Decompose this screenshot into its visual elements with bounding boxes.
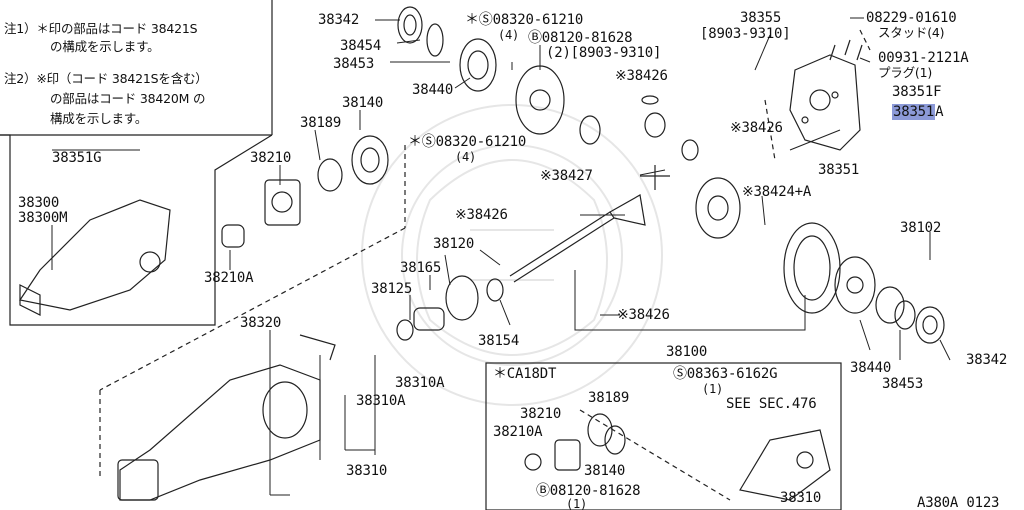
note-2-line-3: 構成を示します。 <box>50 111 148 126</box>
part-label-38351A-suffix: A <box>935 104 944 120</box>
diff-assembly-overview <box>19 199 171 316</box>
part-label-38210-top[interactable]: 38210 <box>250 150 292 166</box>
part-label-38351[interactable]: 38351 <box>818 162 860 178</box>
seal-38210A <box>221 224 245 248</box>
part-label-38102[interactable]: 38102 <box>900 220 942 236</box>
watermark-emblem <box>361 104 663 406</box>
bearings-bottom-right <box>875 286 945 344</box>
assembly-overview-frame <box>0 134 273 326</box>
notes-frame <box>0 0 273 136</box>
part-label-38342-bottom[interactable]: 38342 <box>966 352 1008 368</box>
part-label-38426-c[interactable]: ※38426 <box>455 207 508 223</box>
diff-case-top <box>515 65 565 135</box>
bearing-38453-top <box>459 38 497 92</box>
inset-part-label-38310[interactable]: 38310 <box>780 490 822 506</box>
bearing-38454 <box>426 23 444 57</box>
note-2-line-1: 注2）※印（コード 38421Sを含む） <box>4 71 208 86</box>
part-label-38351A[interactable]: 38351A <box>892 104 944 120</box>
part-label-08320-mid-qty: (4) <box>455 150 477 164</box>
side-housing-38210 <box>264 179 301 226</box>
part-label-08320-top[interactable]: ＊Ⓢ08320-61210 <box>465 12 584 28</box>
part-label-38165[interactable]: 38165 <box>400 260 442 276</box>
inset-title-ca18dt: ＊CA18DT <box>493 366 557 382</box>
note-2-line-2: の部品はコード 38420M の <box>50 91 206 106</box>
part-label-38300[interactable]: 38300 <box>18 195 60 211</box>
part-label-38351G[interactable]: 38351G <box>52 150 102 166</box>
part-label-08363[interactable]: Ⓢ08363-6162G <box>673 366 778 382</box>
part-label-38320[interactable]: 38320 <box>240 315 282 331</box>
part-label-38424[interactable]: ※38424+A <box>742 184 812 200</box>
note-1-line-1: 注1）＊印の部品はコード 38421S <box>4 21 198 36</box>
inset-part-label-08120-qty: (1) <box>566 497 588 510</box>
part-label-38140-top[interactable]: 38140 <box>342 95 384 111</box>
part-label-38351F[interactable]: 38351F <box>892 84 942 100</box>
figure-code: A380A 0123 <box>917 495 1000 510</box>
pinion-parts <box>396 275 504 341</box>
inset-part-label-38189[interactable]: 38189 <box>588 390 630 406</box>
part-label-38355[interactable]: 38355 <box>740 10 782 26</box>
inset-part-label-38140[interactable]: 38140 <box>584 463 626 479</box>
part-label-38100[interactable]: 38100 <box>666 344 708 360</box>
part-label-stud: スタッド(4) <box>878 25 945 40</box>
part-label-38426-d[interactable]: ※38426 <box>617 307 670 323</box>
part-label-38120[interactable]: 38120 <box>433 236 475 252</box>
leader-lines <box>51 17 951 496</box>
part-label-38310[interactable]: 38310 <box>346 463 388 479</box>
part-label-38310A-b[interactable]: 38310A <box>356 393 406 409</box>
part-label-38351A-highlight-a: 3835 <box>893 104 926 120</box>
part-label-08320-top-qty: (4) <box>498 28 520 42</box>
see-sec-476-link[interactable]: SEE SEC.476 <box>726 396 817 412</box>
stud-bolts <box>829 39 863 61</box>
seal-38189 <box>317 158 343 192</box>
part-label-38342-top[interactable]: 38342 <box>318 12 360 28</box>
part-label-08120-top[interactable]: Ⓑ08120-81628 <box>528 30 633 46</box>
inset-part-label-08120[interactable]: Ⓑ08120-81628 <box>536 483 641 499</box>
diff-case-bottom <box>834 256 876 314</box>
part-label-38210A-top[interactable]: 38210A <box>204 270 254 286</box>
part-label-38351A-highlight-b: 1 <box>925 104 935 120</box>
note-1-line-2: の構成を示します。 <box>50 39 160 54</box>
part-label-38300M[interactable]: 38300M <box>18 210 68 226</box>
part-label-38310A-a[interactable]: 38310A <box>395 375 445 391</box>
part-label-00931[interactable]: 00931-2121A <box>878 50 969 66</box>
part-label-38427[interactable]: ※38427 <box>540 168 593 184</box>
part-label-38426-a[interactable]: ※38426 <box>615 68 668 84</box>
side-gear-38424 <box>695 177 741 239</box>
part-label-38453-bottom[interactable]: 38453 <box>882 376 924 392</box>
ca18dt-inset-frame <box>485 362 842 510</box>
inset-part-label-38210A[interactable]: 38210A <box>493 424 543 440</box>
inset-part-label-38210[interactable]: 38210 <box>520 406 562 422</box>
ring-gear-38100 <box>783 222 841 314</box>
part-label-38189-top[interactable]: 38189 <box>300 115 342 131</box>
part-label-38154[interactable]: 38154 <box>478 333 520 349</box>
part-label-38125[interactable]: 38125 <box>371 281 413 297</box>
ca18dt-parts <box>524 413 831 501</box>
part-label-08120-top-qty: (2)[8903-9310] <box>546 45 662 61</box>
bearing-38140 <box>351 135 389 185</box>
part-label-38440-bottom[interactable]: 38440 <box>850 360 892 376</box>
part-label-08363-qty: (1) <box>702 382 724 396</box>
bearing-38342-top <box>397 6 423 44</box>
part-label-08320-mid[interactable]: ＊Ⓢ08320-61210 <box>408 134 527 150</box>
pinion-cross-38427 <box>640 165 670 190</box>
part-label-plug: プラグ(1) <box>878 65 933 80</box>
part-label-38453-top[interactable]: 38453 <box>333 56 375 72</box>
part-label-38355-range: [8903-9310] <box>700 26 791 42</box>
part-label-38454[interactable]: 38454 <box>340 38 382 54</box>
part-label-08229[interactable]: 08229-01610 <box>866 10 957 26</box>
part-label-38440-top[interactable]: 38440 <box>412 82 454 98</box>
carrier-housing-38310 <box>117 334 336 501</box>
pinion-shaft-38100 <box>509 194 646 283</box>
spider-gears <box>579 95 699 161</box>
part-label-38426-b[interactable]: ※38426 <box>730 120 783 136</box>
assembly-guide-lines <box>99 29 871 501</box>
rear-cover-38351 <box>789 54 861 151</box>
